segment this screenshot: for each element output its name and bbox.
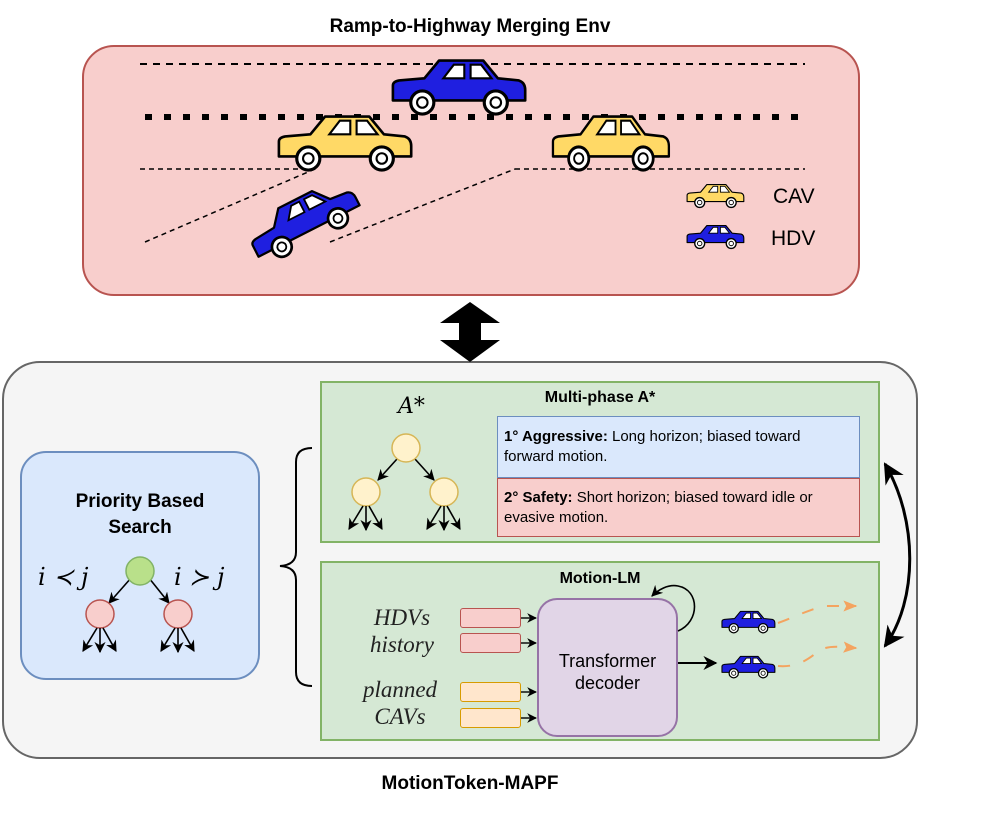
hdv-token-2 xyxy=(460,633,521,653)
autoregressive-loop xyxy=(651,584,696,632)
astar-tree xyxy=(348,433,461,532)
phase-aggressive-head: 1° Aggressive: xyxy=(504,428,608,445)
token-arrows xyxy=(521,613,537,723)
astar-symbol: A* xyxy=(398,394,425,419)
cav-car-right xyxy=(551,114,671,172)
phase-safety-head: 2° Safety: xyxy=(504,489,573,506)
legend-cav-car xyxy=(686,183,745,209)
env-title: Ramp-to-Highway Merging Env xyxy=(329,16,611,37)
predicted-hdv-car-2 xyxy=(721,655,776,679)
road-lines xyxy=(140,63,805,243)
cavs-label-line1: planned xyxy=(362,677,438,702)
planned-cavs-label: planned CAVs xyxy=(348,676,452,730)
phase-safety-text: Short horizon; biased toward idle or eva… xyxy=(504,489,813,526)
cavs-label-line2: CAVs xyxy=(374,704,426,729)
phase-aggressive: 1° Aggressive: Long horizon; biased towa… xyxy=(497,416,860,478)
pbs-root-node xyxy=(125,556,155,586)
astar-title: Multi-phase A* xyxy=(544,389,656,406)
cav-car-left xyxy=(277,114,413,172)
hdvs-label-line1: HDVs xyxy=(373,605,431,630)
pbs-right-node xyxy=(163,599,193,629)
hdv-car-top xyxy=(391,58,527,116)
succeeds-relation: i ≻ j xyxy=(174,563,225,591)
legend-hdv-car xyxy=(686,224,745,250)
precedes-relation: i ≺ j xyxy=(38,563,89,591)
pbs-title: Priority Based Search xyxy=(20,489,260,541)
framework-title: MotionToken-MAPF xyxy=(381,773,559,794)
astar-left-node xyxy=(351,477,381,507)
hdv-car-ramp xyxy=(241,173,367,269)
hdv-token-1 xyxy=(460,608,521,628)
transformer-decoder: Transformer decoder xyxy=(537,598,678,737)
predicted-hdv-car-1 xyxy=(721,610,776,634)
phase-safety: 2° Safety: Short horizon; biased toward … xyxy=(497,478,860,537)
phase-aggressive-text: Long horizon; biased toward forward moti… xyxy=(504,428,801,465)
cav-token-1 xyxy=(460,682,521,702)
curly-brace xyxy=(279,447,313,687)
decoder-line2: decoder xyxy=(574,673,641,693)
hdvs-history-label: HDVs history xyxy=(352,604,452,658)
pbs-tree xyxy=(82,556,195,654)
trajectory-2 xyxy=(777,641,858,668)
hdvs-label-line2: history xyxy=(370,632,434,657)
interaction-arrow xyxy=(883,462,912,648)
decoder-line1: Transformer xyxy=(558,651,657,671)
trajectory-1 xyxy=(777,600,858,624)
pbs-left-node xyxy=(85,599,115,629)
cav-token-2 xyxy=(460,708,521,728)
astar-right-node xyxy=(429,477,459,507)
bidirectional-arrow xyxy=(440,302,500,362)
motion-lm-title: Motion-LM xyxy=(559,570,641,587)
pbs-title-line2: Search xyxy=(108,517,172,538)
astar-root-node xyxy=(391,433,421,463)
legend-hdv-label: HDV xyxy=(771,227,816,250)
pbs-title-line1: Priority Based xyxy=(75,491,205,512)
legend-cav-label: CAV xyxy=(773,185,815,208)
